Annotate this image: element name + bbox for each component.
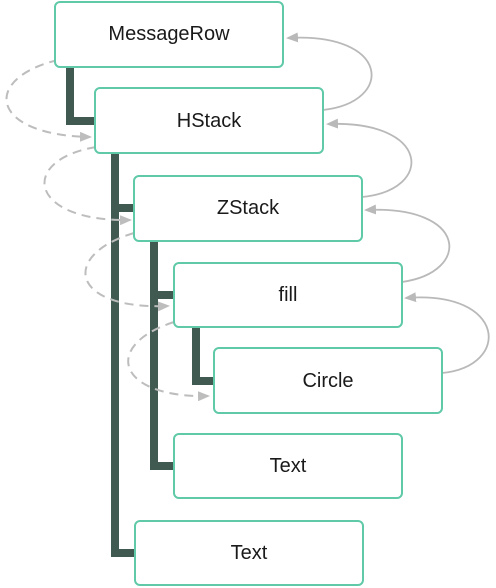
response-arrow-hstack-messagerow [286,32,373,111]
proposal-arrow-messagerow-hstack [5,59,92,142]
connector-hstack-text [111,208,135,557]
node-messagerow: MessageRow [54,1,284,68]
node-label: Circle [302,370,353,392]
connector-zstack-fill [150,241,174,299]
proposal-arrows [5,59,210,402]
node-circle: Circle [213,347,443,414]
connector-zstack-text [150,295,174,470]
node-label: fill [279,284,298,306]
tree-connectors [66,67,214,557]
node-text-inner: Text [173,433,403,499]
node-text-outer: Text [134,520,364,586]
node-fill: fill [173,262,403,328]
node-label: Text [270,455,307,477]
response-arrow-fill-zstack [364,204,451,283]
connector-hstack-zstack [111,153,135,212]
response-arrow-circle-fill [404,292,490,374]
node-label: HStack [177,110,242,132]
proposal-arrow-fill-circle [127,321,210,402]
node-label: MessageRow [108,23,230,45]
response-arrow-zstack-hstack [326,118,413,198]
connector-messagerow-hstack [66,67,95,125]
node-hstack: HStack [94,87,324,154]
node-label: Text [231,542,268,564]
connector-fill-circle [192,327,214,385]
node-zstack: ZStack [133,175,363,242]
node-label: ZStack [217,197,280,219]
response-arrows [286,32,490,374]
